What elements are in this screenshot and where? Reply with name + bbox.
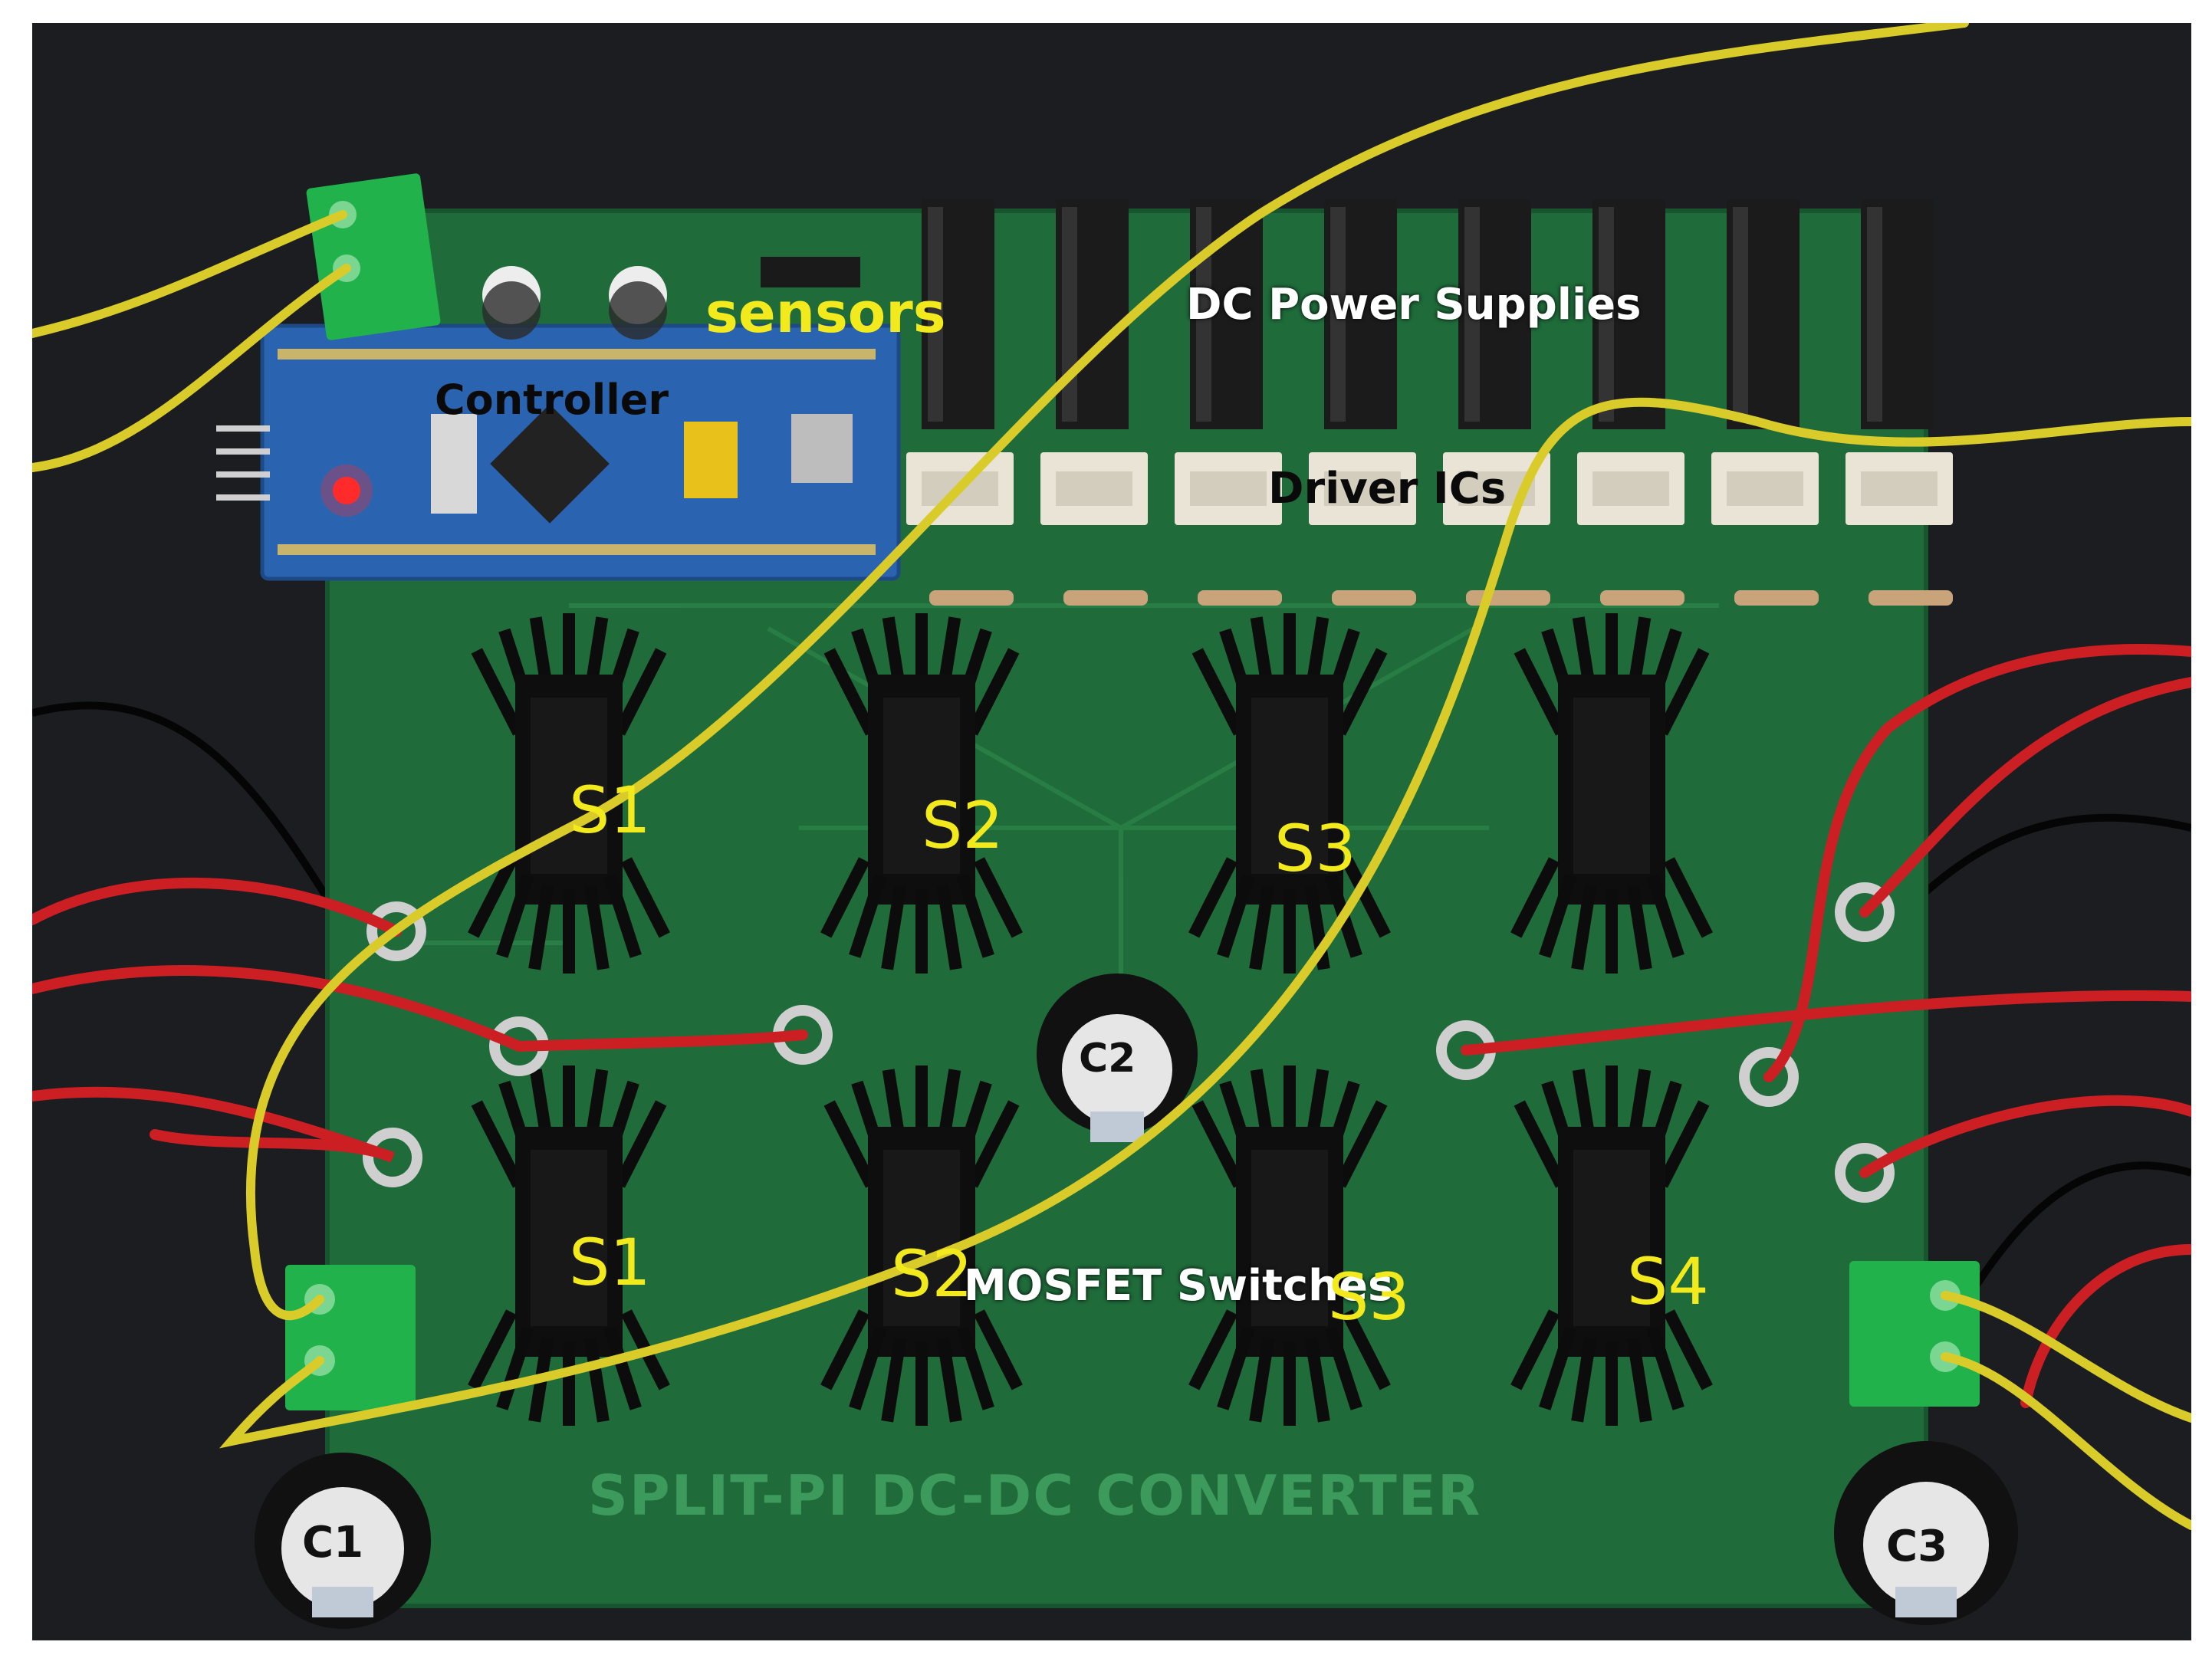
- switch-label-bottom-s2: S2: [891, 1236, 973, 1312]
- resistor: [1869, 590, 1953, 606]
- terminal-top-left: [306, 173, 441, 340]
- resistor: [1734, 590, 1819, 606]
- dc-power-supplies-label: DC Power Supplies: [1186, 280, 1642, 330]
- driver-ic-modules: [906, 452, 1953, 525]
- sensor-header: [761, 257, 860, 287]
- switch-label-bottom-s1: S1: [569, 1225, 651, 1300]
- heatsink: [820, 613, 1023, 974]
- heatsink: [1510, 1065, 1713, 1426]
- resistor: [1063, 590, 1148, 606]
- capacitor-label-c2: C2: [1079, 1036, 1136, 1082]
- resistor: [1466, 590, 1550, 606]
- pcb-scene: [32, 23, 2191, 1640]
- sensors-label: sensors: [705, 281, 946, 345]
- capacitor-label-c3: C3: [1886, 1522, 1948, 1571]
- converter-photo: sensors Controller DC Power Supplies Dri…: [32, 23, 2191, 1640]
- ring-terminals: [363, 882, 1895, 1203]
- red-wires: [32, 643, 2191, 1408]
- small-capacitors: [482, 257, 860, 340]
- capacitor-c2-body: [1037, 974, 1198, 1142]
- switch-label-bottom-s4: S4: [1627, 1244, 1709, 1319]
- switch-label-top-s2: S2: [922, 788, 1004, 863]
- heatsink: [1188, 1065, 1391, 1426]
- controller-label: Controller: [435, 376, 669, 424]
- dc-power-supply-modules: [922, 199, 1934, 429]
- resistor: [1332, 590, 1416, 606]
- heatsink: [468, 1065, 670, 1426]
- heatsink: [1510, 613, 1713, 974]
- crystal: [431, 414, 477, 514]
- power-led: [333, 477, 360, 504]
- capacitor-c1-body: [255, 1453, 431, 1629]
- capacitor-c3-body: [1834, 1441, 2018, 1625]
- switch-label-bottom-s3: S3: [1328, 1259, 1410, 1335]
- resistor: [1198, 590, 1282, 606]
- driver-ics-label: Driver ICs: [1268, 464, 1507, 514]
- terminal-bottom-right: [1849, 1261, 1980, 1407]
- heatsink: [1188, 613, 1391, 974]
- jumper-block: [684, 422, 738, 498]
- switch-label-top-s3: S3: [1274, 811, 1356, 886]
- resistor: [1600, 590, 1684, 606]
- heatsink: [820, 1065, 1023, 1426]
- heatsink: [468, 613, 670, 974]
- mosfet-heatsinks: [468, 613, 1713, 1426]
- capacitor-label-c1: C1: [302, 1518, 364, 1568]
- resistor-row: [929, 590, 1953, 606]
- yellow-wires: [32, 23, 2191, 1530]
- usb-port: [791, 414, 853, 483]
- mcu-chip: [490, 404, 610, 524]
- resistor: [929, 590, 1014, 606]
- terminal-bottom-left: [285, 1265, 416, 1410]
- board-silkscreen: SPLIT-PI DC-DC CONVERTER: [588, 1463, 1482, 1528]
- switch-label-top-s1: S1: [569, 773, 651, 848]
- mosfet-switches-label: MOSFET Switches: [964, 1261, 1394, 1311]
- controller-board: [216, 323, 901, 581]
